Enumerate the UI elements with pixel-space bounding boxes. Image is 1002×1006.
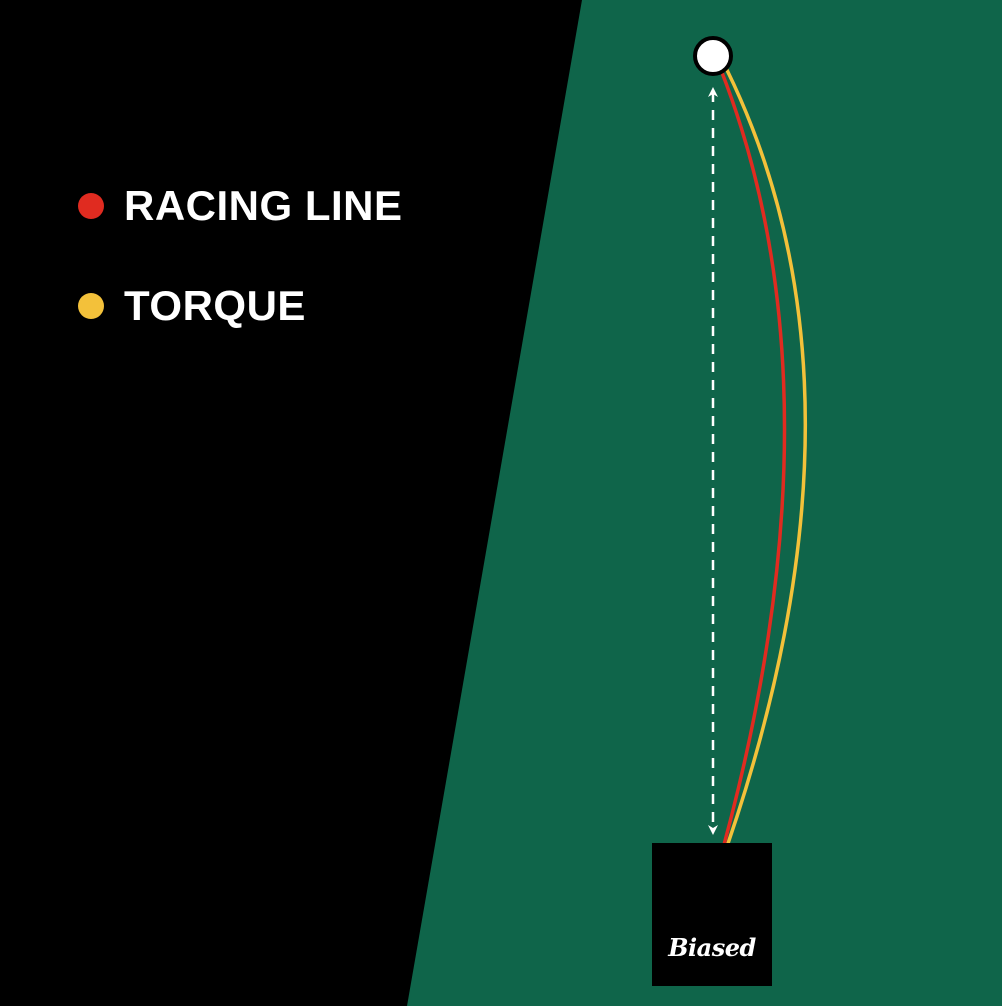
ball [693, 36, 733, 76]
biased-logo-text: Biased [668, 933, 756, 962]
torque-line [716, 68, 807, 874]
green-field [407, 0, 1002, 1006]
legend: RACING LINE TORQUE [78, 178, 403, 378]
biased-logo-box: Biased [652, 843, 772, 986]
legend-item-torque: TORQUE [78, 278, 403, 334]
legend-item-racing-line: RACING LINE [78, 178, 403, 234]
red-dot-icon [78, 193, 104, 219]
legend-label-torque: TORQUE [124, 282, 306, 329]
racing-line [715, 68, 787, 872]
yellow-dot-icon [78, 293, 104, 319]
legend-label-racing-line: RACING LINE [124, 182, 403, 229]
